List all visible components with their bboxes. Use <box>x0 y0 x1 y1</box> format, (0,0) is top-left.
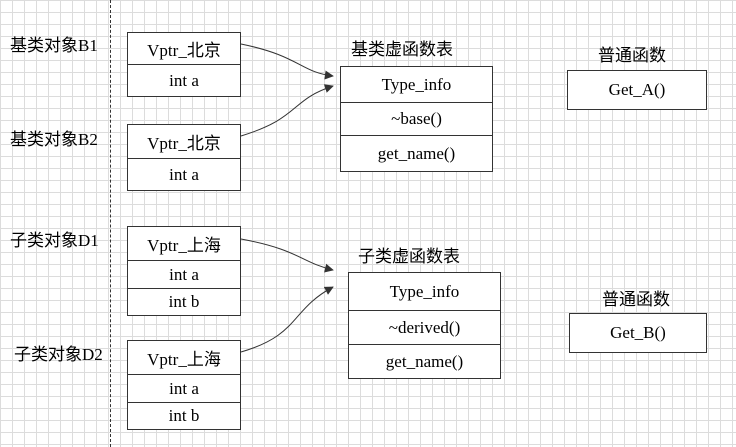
object-label-d1: 子类对象D1 <box>10 231 99 250</box>
field-cell: int a <box>128 261 240 289</box>
arrow-b1-to-base-vtable <box>240 43 334 80</box>
arrow-b2-to-base-vtable <box>240 84 334 137</box>
func-b-box: Get_B() <box>569 313 707 353</box>
base-vtable-box: Type_info ~base() get_name() <box>340 66 493 172</box>
field-cell: int a <box>128 375 240 403</box>
vtable-entry: get_name() <box>385 351 464 371</box>
object-label-d2: 子类对象D2 <box>14 345 103 364</box>
object-box-d1: Vptr_上海 int a int b <box>127 226 241 316</box>
vptr-cell: Vptr_上海 <box>128 341 240 375</box>
vtable-entry: Type_info <box>341 67 492 103</box>
vptr-cell: Vptr_上海 <box>128 227 240 261</box>
object-box-b1: Vptr_北京 int a <box>127 32 241 97</box>
vtable-entry: ~derived() <box>349 311 500 345</box>
func-a-title: 普通函数 <box>598 46 666 65</box>
func-a-box: Get_A() <box>567 70 707 110</box>
object-box-d2: Vptr_上海 int a int b <box>127 340 241 430</box>
vptr-cell: Vptr_北京 <box>128 125 240 159</box>
arrow-d2-to-derived-vtable <box>240 286 334 353</box>
object-label-b1: 基类对象B1 <box>10 36 98 55</box>
field-cell: int a <box>169 70 199 90</box>
object-label-b2: 基类对象B2 <box>10 130 98 149</box>
func-b-title: 普通函数 <box>602 290 670 309</box>
field-cell: int b <box>168 406 200 425</box>
base-vtable-title: 基类虚函数表 <box>351 40 453 59</box>
vtable-entry: Type_info <box>349 273 500 311</box>
vtable-entry: ~base() <box>341 103 492 136</box>
field-cell: int a <box>169 164 199 184</box>
object-box-b2: Vptr_北京 int a <box>127 124 241 191</box>
separator-dashed-line <box>110 0 111 447</box>
derived-vtable-box: Type_info ~derived() get_name() <box>348 272 501 379</box>
field-cell: int b <box>168 292 200 311</box>
arrow-d1-to-derived-vtable <box>240 238 334 273</box>
vptr-cell: Vptr_北京 <box>128 33 240 65</box>
derived-vtable-title: 子类虚函数表 <box>358 247 460 266</box>
vtable-entry: get_name() <box>377 143 456 163</box>
